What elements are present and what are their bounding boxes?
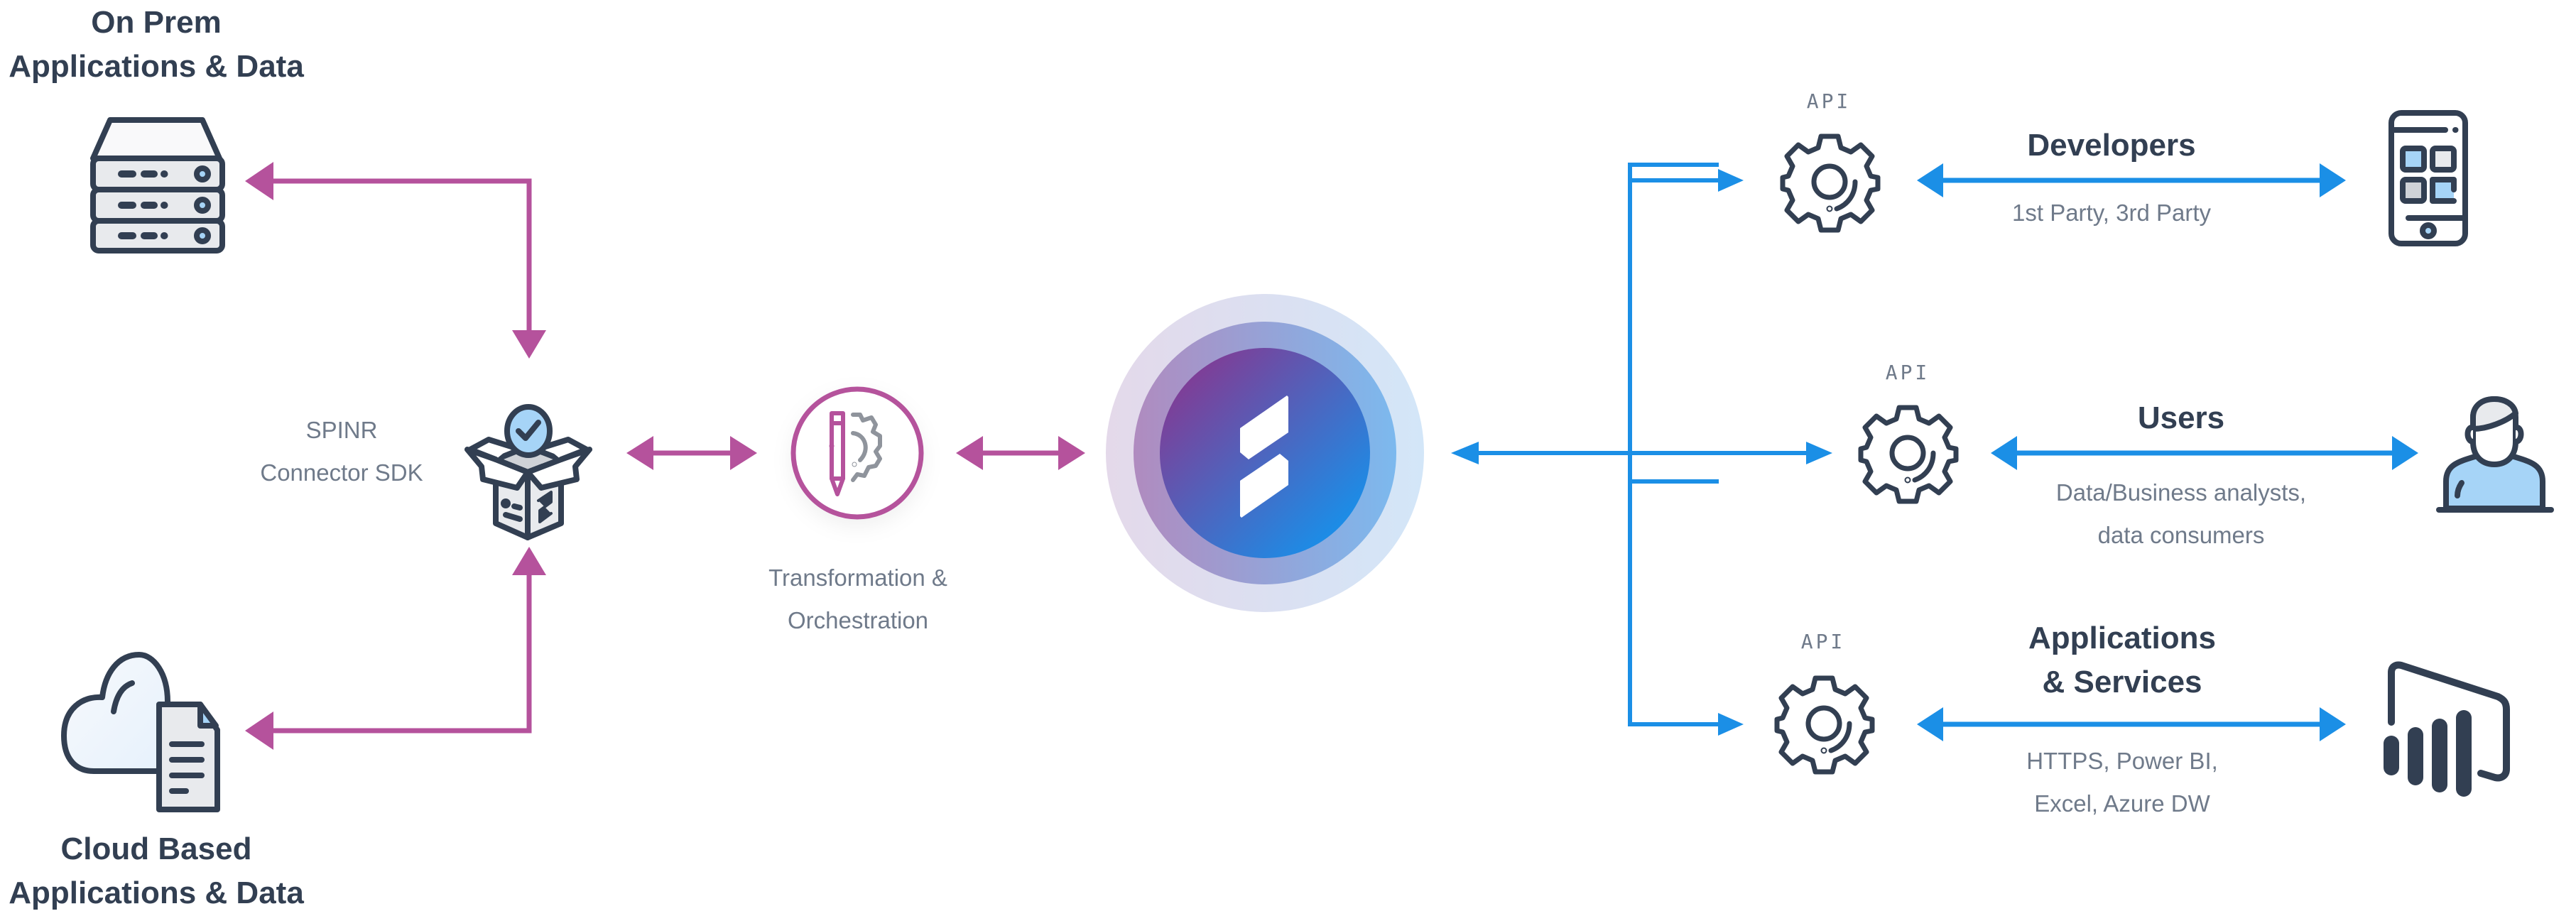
source-cloud-line2: Applications & Data <box>9 876 304 910</box>
arrowhead-down <box>512 330 546 359</box>
api-label-users: API <box>1885 361 1930 384</box>
consumer-applications-title-line1: Applications <box>2028 621 2217 655</box>
spinr-logo-icon <box>1240 396 1288 518</box>
arrowhead-right <box>1806 442 1832 464</box>
connector-sdk-line1: SPINR <box>305 417 378 443</box>
consumer-users-title: Users <box>2137 400 2225 435</box>
mobile-app-icon <box>2388 110 2468 246</box>
api-gear-icon[interactable] <box>1780 133 1881 233</box>
consumer-users-desc-line2: data consumers <box>2097 522 2265 548</box>
consumer-applications-desc-line2: Excel, Azure DW <box>2034 790 2210 817</box>
consumer-developers-desc: 1st Party, 3rd Party <box>2012 200 2211 226</box>
connector-sdk-to-transform <box>626 436 757 470</box>
source-cloud-line1: Cloud Based <box>60 832 252 866</box>
connector-api-applications <box>1917 707 2346 741</box>
arrowhead-up <box>512 547 546 575</box>
api-gear-icon[interactable] <box>1777 678 1872 772</box>
connector-cloud-to-sdk <box>245 547 546 750</box>
consumer-developers-title: Developers <box>2027 128 2196 163</box>
connector-hub-to-apis <box>1451 163 1832 484</box>
connector-branch-top <box>1628 169 1744 736</box>
arrowhead-left <box>245 711 273 750</box>
spinr-hub[interactable] <box>1106 294 1424 612</box>
source-onprem-line2: Applications & Data <box>9 49 304 84</box>
connector-onprem-to-sdk <box>245 162 546 359</box>
server-icon <box>90 117 225 253</box>
source-cloud-label: Cloud Based Applications & Data <box>9 827 304 915</box>
package-check-icon <box>464 404 592 540</box>
user-icon <box>2436 396 2554 513</box>
source-onprem-line1: On Prem <box>91 5 222 40</box>
pencil-gear-icon <box>829 411 882 496</box>
consumer-users-desc: Data/Business analysts, data consumers <box>2056 471 2306 557</box>
power-bi-icon <box>2384 661 2510 797</box>
connector-sdk-line2: Connector SDK <box>260 459 423 486</box>
consumer-applications-desc: HTTPS, Power BI, Excel, Azure DW <box>2026 740 2218 825</box>
transformation-line1: Transformation & <box>768 565 947 591</box>
arrowhead-left <box>245 162 273 200</box>
cloud-document-icon <box>61 652 220 812</box>
arrowhead-left <box>1451 442 1479 464</box>
transformation-node[interactable] <box>790 386 924 520</box>
api-label-applications: API <box>1800 630 1846 653</box>
transformation-label: Transformation & Orchestration <box>768 557 947 642</box>
transformation-line2: Orchestration <box>787 607 929 633</box>
consumer-applications-desc-line1: HTTPS, Power BI, <box>2026 748 2218 774</box>
connector-transform-to-hub <box>956 436 1085 470</box>
connector-api-developers <box>1917 163 2346 197</box>
consumer-applications-title: Applications & Services <box>2028 616 2216 704</box>
connector-sdk-label: SPINR Connector SDK <box>260 409 423 494</box>
source-onprem-label: On Prem Applications & Data <box>9 1 304 89</box>
consumer-applications-title-line2: & Services <box>2042 665 2202 699</box>
api-gear-icon[interactable] <box>1861 408 1956 501</box>
consumer-users-desc-line1: Data/Business analysts, <box>2055 479 2307 506</box>
api-label-developers: API <box>1806 89 1852 113</box>
connector-api-users <box>1991 436 2418 470</box>
